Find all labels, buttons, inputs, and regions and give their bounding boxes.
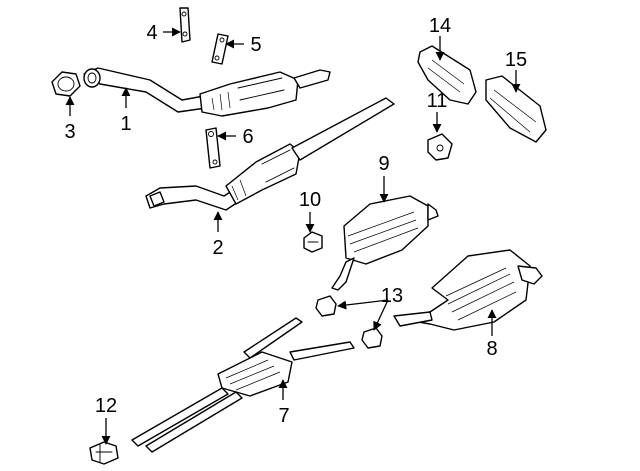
part-4-hanger	[179, 7, 191, 43]
part-7-intermediate-pipe	[131, 317, 355, 453]
callout-12: 12	[95, 395, 117, 417]
callout-2: 2	[212, 237, 223, 259]
part-3-gasket	[51, 71, 81, 97]
callout-6: 6	[242, 126, 253, 148]
callout-9: 9	[378, 153, 389, 175]
callout-labels: 1 2 3 4 5 6 7 8 9 10 11 12 13 14 15	[64, 15, 527, 427]
callout-7: 7	[278, 405, 289, 427]
part-5-bracket	[211, 33, 229, 65]
callout-8: 8	[486, 338, 497, 360]
part-11-mount	[427, 133, 453, 161]
callout-11: 11	[427, 90, 448, 112]
part-15-heat-shield	[485, 75, 547, 143]
part-2-front-pipe-converter	[145, 97, 395, 211]
part-1-front-pipe-converter	[83, 67, 331, 117]
callout-13: 13	[381, 285, 403, 307]
callout-14: 14	[429, 15, 451, 37]
leader-lines	[65, 27, 521, 445]
part-10-clamp	[303, 231, 323, 253]
callout-15: 15	[505, 49, 527, 71]
callout-1: 1	[120, 113, 131, 135]
part-13-clamps	[315, 295, 383, 349]
callout-4: 4	[146, 22, 157, 44]
part-14-heat-shield	[417, 45, 477, 105]
callout-5: 5	[250, 34, 261, 56]
part-8-rear-muffler	[393, 249, 543, 331]
callout-10: 10	[299, 189, 321, 211]
part-6-bracket	[205, 127, 221, 169]
part-12-clamp	[89, 441, 119, 465]
part-9-center-muffler	[331, 195, 439, 291]
callout-3: 3	[64, 121, 75, 143]
